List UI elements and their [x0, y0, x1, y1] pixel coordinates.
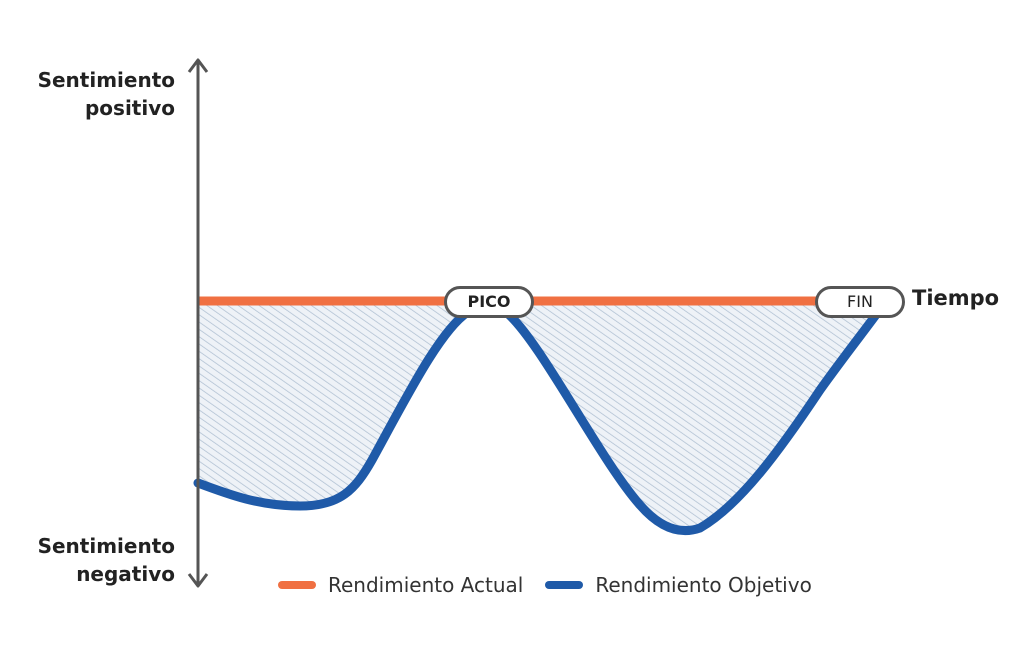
- arrow-down-icon: [187, 573, 209, 588]
- target-performance-curve: [193, 301, 883, 536]
- arrow-up-icon: [187, 58, 209, 73]
- legend-label-target: Rendimiento Objetivo: [595, 573, 812, 597]
- legend-item-actual: Rendimiento Actual: [278, 573, 523, 597]
- peak-marker: PICO: [444, 286, 534, 318]
- gap-area-hatch: [198, 301, 878, 531]
- positive-label-line2: positivo: [84, 96, 175, 120]
- legend-swatch-target: [545, 581, 584, 589]
- positive-label-line1: Sentimiento: [37, 68, 175, 92]
- legend: Rendimiento Actual Rendimiento Objetivo: [278, 571, 834, 599]
- end-marker: FIN: [815, 286, 905, 318]
- legend-item-target: Rendimiento Objetivo: [545, 573, 812, 597]
- legend-swatch-actual: [278, 581, 316, 589]
- negative-label-line1: Sentimiento: [37, 534, 175, 558]
- negative-sentiment-label: Sentimiento negativo: [38, 532, 175, 588]
- time-axis-label: Tiempo: [912, 286, 1000, 310]
- legend-label-actual: Rendimiento Actual: [328, 573, 524, 597]
- negative-label-line2: negativo: [76, 562, 175, 586]
- positive-sentiment-label: Sentimiento positivo: [38, 66, 175, 122]
